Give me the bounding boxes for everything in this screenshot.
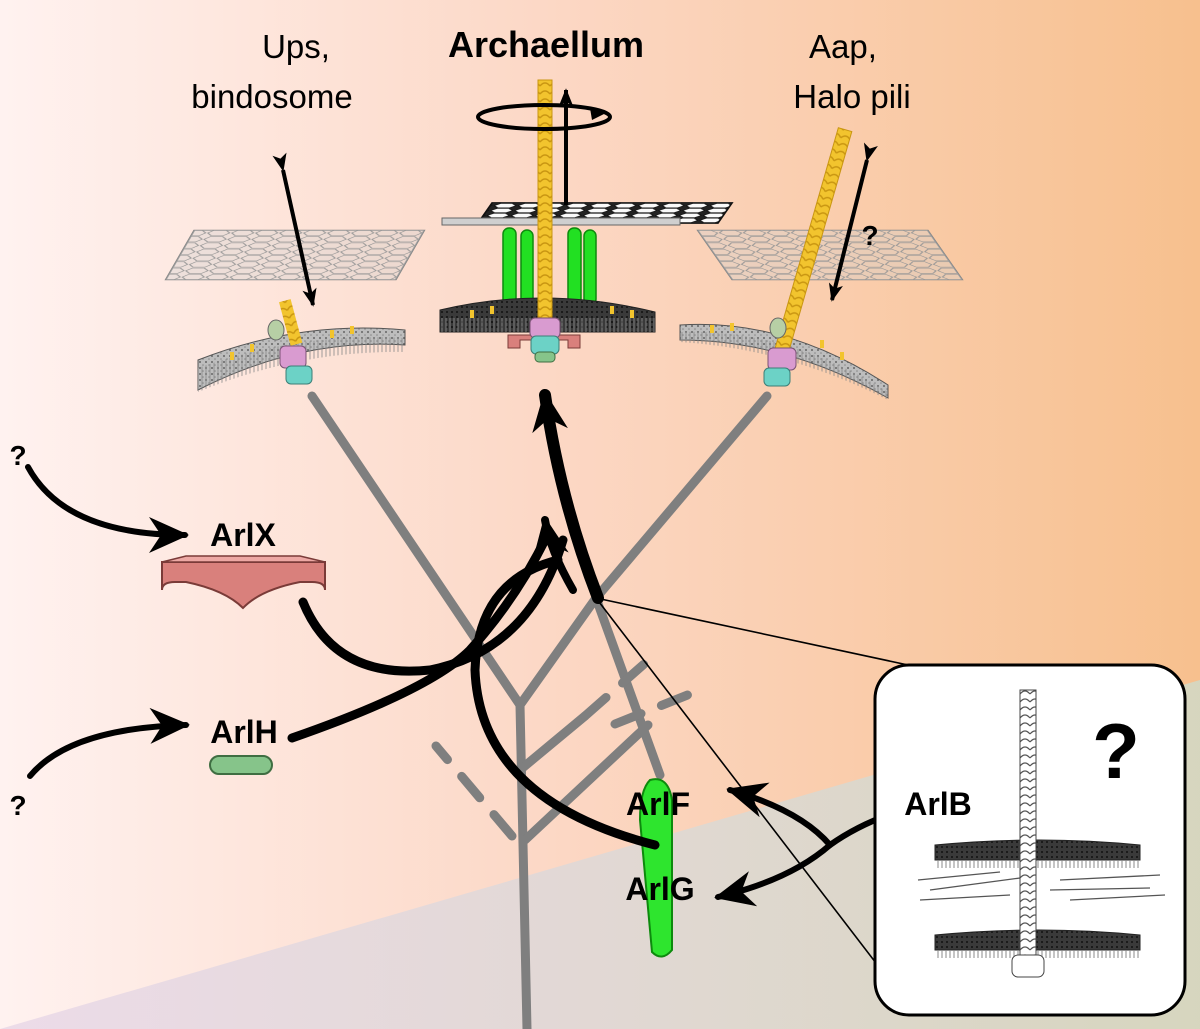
label-arlg: ArlG <box>625 871 694 907</box>
arlx-shape <box>161 561 326 610</box>
label-aap: Aap, <box>809 28 877 65</box>
arlx-shape-shadow <box>161 555 326 563</box>
label-ups: Ups, <box>262 28 330 65</box>
ups-bindosome-assembly <box>164 152 426 392</box>
question-pilus: ? <box>861 220 878 251</box>
label-arlx: ArlX <box>210 517 276 553</box>
label-arlh: ArlH <box>210 714 278 750</box>
arlf-arlg-filament <box>638 778 673 958</box>
input-arrows <box>25 464 190 779</box>
question-inset: ? <box>1092 707 1140 795</box>
label-arlf: ArlF <box>626 786 690 822</box>
archaellum-assembly <box>439 79 734 363</box>
label-bindosome: bindosome <box>191 78 352 115</box>
question-arlh: ? <box>9 790 26 821</box>
evolution-arrows <box>287 389 660 850</box>
label-arlb: ArlB <box>904 786 972 822</box>
arlb-inset-panel <box>873 663 1187 1017</box>
arlh-shape <box>209 755 273 775</box>
aap-halo-pili-assembly <box>679 127 964 400</box>
label-halo-pili: Halo pili <box>793 78 910 115</box>
label-archaellum: Archaellum <box>448 24 644 65</box>
question-arlx: ? <box>9 440 26 471</box>
